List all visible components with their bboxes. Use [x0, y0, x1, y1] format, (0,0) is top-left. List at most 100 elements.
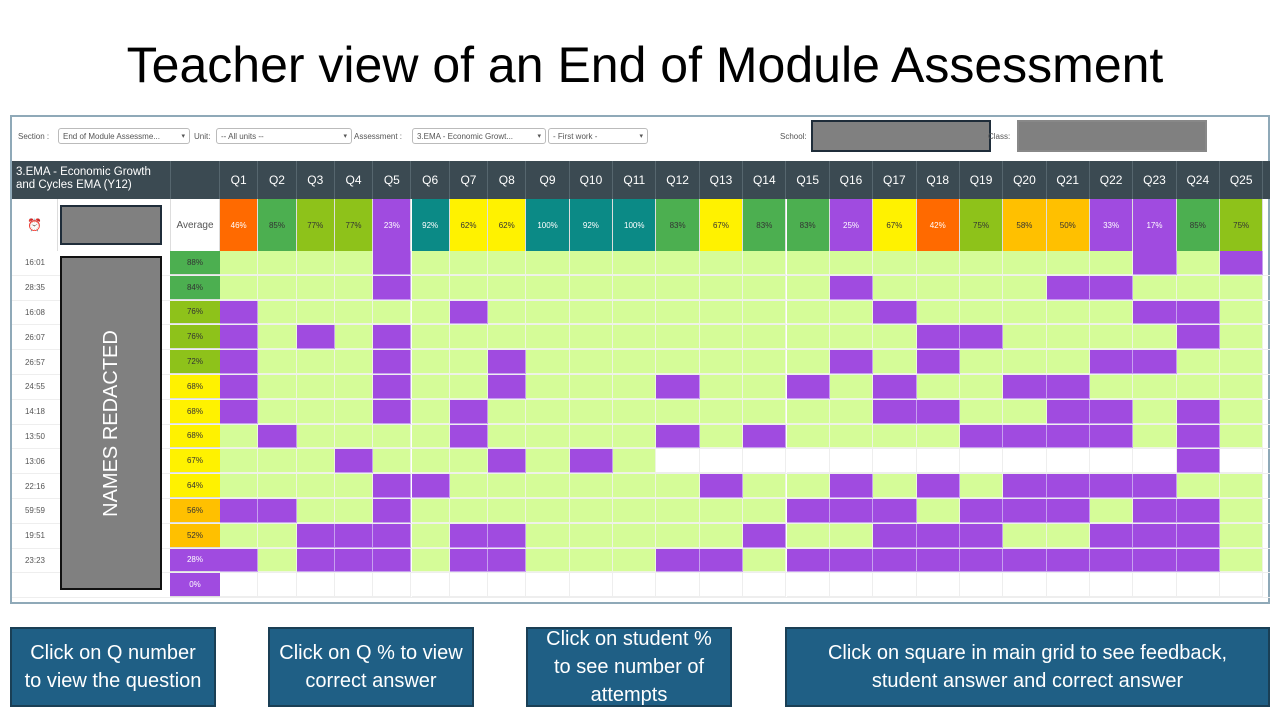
answer-cell-incorrect[interactable]: [373, 275, 412, 300]
answer-cell-correct[interactable]: [873, 474, 917, 498]
question-average-q23[interactable]: 17%: [1133, 199, 1177, 251]
answer-cell-correct[interactable]: [786, 424, 830, 449]
answer-cell-incorrect[interactable]: [220, 548, 259, 573]
question-header-q12[interactable]: Q12: [656, 161, 700, 199]
question-average-q5[interactable]: 23%: [373, 199, 412, 251]
answer-cell-incorrect[interactable]: [656, 424, 700, 449]
answer-cell-incorrect[interactable]: [220, 499, 259, 523]
answer-cell-incorrect[interactable]: [1176, 548, 1220, 573]
answer-cell-correct[interactable]: [334, 325, 374, 350]
answer-cell-correct[interactable]: [569, 375, 614, 399]
answer-cell-incorrect[interactable]: [1176, 300, 1220, 325]
answer-cell-correct[interactable]: [526, 523, 570, 548]
answer-cell-correct[interactable]: [613, 350, 657, 374]
answer-cell-incorrect[interactable]: [569, 449, 614, 474]
answer-cell-correct[interactable]: [220, 523, 259, 548]
answer-cell-correct[interactable]: [296, 251, 335, 275]
answer-cell-unanswered[interactable]: [656, 573, 700, 598]
answer-cell-incorrect[interactable]: [1089, 350, 1134, 374]
answer-cell-incorrect[interactable]: [373, 325, 412, 350]
answer-cell-incorrect[interactable]: [656, 375, 700, 399]
answer-cell-correct[interactable]: [334, 300, 374, 325]
answer-cell-incorrect[interactable]: [1046, 474, 1090, 498]
answer-cell-incorrect[interactable]: [449, 424, 489, 449]
answer-cell-correct[interactable]: [959, 399, 1004, 424]
answer-cell-correct[interactable]: [569, 424, 614, 449]
answer-cell-incorrect[interactable]: [1003, 375, 1047, 399]
answer-cell-correct[interactable]: [488, 499, 527, 523]
answer-cell-correct[interactable]: [449, 474, 489, 498]
student-score[interactable]: 52%: [170, 523, 220, 548]
answer-cell-correct[interactable]: [829, 300, 874, 325]
answer-cell-unanswered[interactable]: [829, 449, 874, 474]
question-average-q1[interactable]: 46%: [220, 199, 259, 251]
answer-cell-correct[interactable]: [449, 449, 489, 474]
answer-cell-unanswered[interactable]: [743, 449, 787, 474]
answer-cell-correct[interactable]: [1089, 375, 1134, 399]
answer-cell-unanswered[interactable]: [829, 573, 874, 598]
answer-cell-incorrect[interactable]: [411, 474, 450, 498]
answer-cell-correct[interactable]: [829, 523, 874, 548]
answer-cell-correct[interactable]: [656, 251, 700, 275]
answer-cell-correct[interactable]: [743, 251, 787, 275]
answer-cell-correct[interactable]: [613, 523, 657, 548]
answer-cell-correct[interactable]: [916, 300, 960, 325]
answer-cell-correct[interactable]: [613, 399, 657, 424]
answer-cell-correct[interactable]: [916, 375, 960, 399]
answer-cell-correct[interactable]: [1220, 325, 1264, 350]
answer-cell-unanswered[interactable]: [743, 573, 787, 598]
answer-cell-unanswered[interactable]: [1089, 449, 1134, 474]
answer-cell-incorrect[interactable]: [959, 499, 1004, 523]
question-average-q6[interactable]: 92%: [411, 199, 450, 251]
answer-cell-correct[interactable]: [220, 449, 259, 474]
answer-cell-incorrect[interactable]: [656, 548, 700, 573]
answer-cell-unanswered[interactable]: [613, 573, 657, 598]
answer-cell-correct[interactable]: [656, 350, 700, 374]
answer-cell-correct[interactable]: [488, 251, 527, 275]
answer-cell-incorrect[interactable]: [829, 350, 874, 374]
answer-cell-correct[interactable]: [526, 474, 570, 498]
answer-cell-correct[interactable]: [699, 325, 744, 350]
answer-cell-incorrect[interactable]: [373, 251, 412, 275]
answer-cell-incorrect[interactable]: [959, 548, 1004, 573]
question-header-q17[interactable]: Q17: [873, 161, 917, 199]
answer-cell-correct[interactable]: [743, 548, 787, 573]
answer-cell-correct[interactable]: [258, 251, 297, 275]
answer-cell-correct[interactable]: [488, 399, 527, 424]
answer-cell-incorrect[interactable]: [1089, 399, 1134, 424]
answer-cell-incorrect[interactable]: [1089, 523, 1134, 548]
answer-cell-correct[interactable]: [786, 300, 830, 325]
answer-cell-correct[interactable]: [1220, 474, 1264, 498]
answer-cell-incorrect[interactable]: [873, 499, 917, 523]
student-score[interactable]: 84%: [170, 275, 220, 300]
answer-cell-correct[interactable]: [334, 399, 374, 424]
answer-cell-incorrect[interactable]: [488, 449, 527, 474]
answer-cell-correct[interactable]: [916, 424, 960, 449]
student-score[interactable]: 72%: [170, 350, 220, 374]
answer-cell-correct[interactable]: [1046, 523, 1090, 548]
answer-cell-correct[interactable]: [569, 499, 614, 523]
answer-cell-correct[interactable]: [373, 424, 412, 449]
answer-cell-incorrect[interactable]: [220, 325, 259, 350]
answer-cell-correct[interactable]: [411, 251, 450, 275]
answer-cell-correct[interactable]: [1089, 499, 1134, 523]
answer-cell-incorrect[interactable]: [220, 350, 259, 374]
answer-cell-correct[interactable]: [1003, 325, 1047, 350]
answer-cell-unanswered[interactable]: [873, 449, 917, 474]
answer-cell-incorrect[interactable]: [373, 375, 412, 399]
answer-cell-incorrect[interactable]: [916, 523, 960, 548]
answer-cell-correct[interactable]: [1133, 424, 1177, 449]
answer-cell-correct[interactable]: [296, 275, 335, 300]
answer-cell-unanswered[interactable]: [1133, 449, 1177, 474]
answer-cell-correct[interactable]: [526, 325, 570, 350]
student-score[interactable]: 76%: [170, 300, 220, 325]
question-average-q11[interactable]: 100%: [613, 199, 657, 251]
section-select[interactable]: End of Module Assessme...▾: [58, 128, 190, 144]
answer-cell-correct[interactable]: [449, 275, 489, 300]
question-header-q21[interactable]: Q21: [1047, 161, 1090, 199]
answer-cell-incorrect[interactable]: [488, 548, 527, 573]
answer-cell-correct[interactable]: [488, 300, 527, 325]
unit-select[interactable]: -- All units --▾: [216, 128, 352, 144]
answer-cell-correct[interactable]: [569, 325, 614, 350]
answer-cell-correct[interactable]: [873, 350, 917, 374]
